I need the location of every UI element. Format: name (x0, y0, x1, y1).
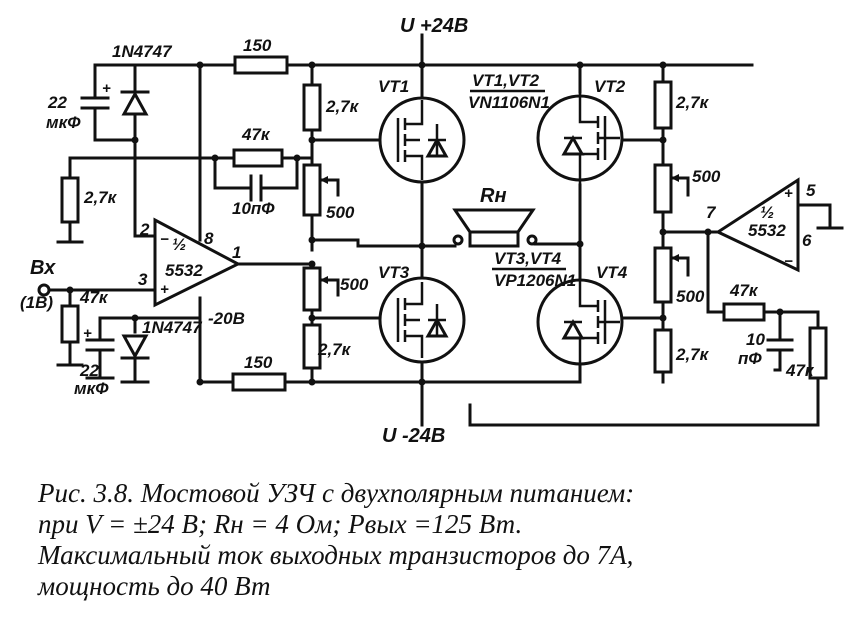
c-bot-value: 22 (79, 361, 99, 380)
opamp1-pin2: 2 (139, 220, 150, 239)
mosfet-vt4-icon (536, 278, 624, 366)
r-right-bot-27k: 2,7к (675, 345, 710, 364)
r-fb2-47k-label: 47к (729, 281, 759, 300)
capacitor-10pf-feedback (249, 174, 263, 202)
c-top-value: 22 (47, 93, 67, 112)
opamp1-pin3: 3 (138, 270, 148, 289)
opamp2-pin7: 7 (706, 203, 717, 222)
caption-line-2: при V = ±24 В; Rн = 4 Ом; Рвых =125 Вт. (38, 509, 523, 539)
resistor-47k-feedback-2 (722, 302, 766, 322)
c-fb2-unit: пФ (738, 349, 762, 368)
potentiometer-500-left-bottom (302, 266, 322, 312)
opamp1-pin1: 1 (232, 243, 241, 262)
mosfet-vt2-icon (536, 92, 624, 185)
opamp2-pin5: 5 (806, 181, 816, 200)
svg-text:+: + (784, 185, 793, 202)
opamp2-pin6: 6 (802, 231, 812, 250)
resistor-47k-feedback (232, 148, 284, 168)
amplifier-schematic: + 22 мкФ 1N4747 150 2,7к 47к 10пФ − + ½ … (20, 15, 844, 447)
caption-line-1: Рис. 3.8. Мостовой УЗЧ с двухполярным пи… (38, 478, 635, 508)
potentiometer-500-right-bottom (653, 246, 673, 304)
svg-text:−: − (784, 253, 793, 270)
opamp1-m20: -20В (208, 309, 245, 328)
r-gate-bot-27k: 2,7к (317, 340, 352, 359)
c-bot-unit: мкФ (74, 379, 109, 398)
resistor-2k7-left (60, 176, 80, 224)
resistor-2k7-right-bottom (653, 328, 673, 374)
pot-right-top: 500 (692, 167, 721, 186)
opamp2-part: 5532 (748, 221, 786, 240)
resistor-150-top (233, 55, 289, 75)
pot-wiper-icon (671, 254, 679, 262)
r-right-top-27k: 2,7к (675, 93, 710, 112)
zener-top-label: 1N4747 (112, 42, 173, 61)
input-1v: (1В) (20, 293, 53, 312)
speaker-load-icon (452, 208, 538, 248)
pot-wiper-icon (671, 174, 679, 182)
opamp-1: − + (153, 217, 242, 308)
c-fb-10p-label: 10пФ (232, 199, 275, 218)
r-fb2b-47k-label: 47к (785, 361, 815, 380)
zener-diode-top-icon (120, 90, 150, 116)
r-gate-top-27k: 2,7к (325, 97, 360, 116)
opamp1-half: ½ (172, 235, 186, 254)
figure-caption: Рис. 3.8. Мостовой УЗЧ с двухполярным пи… (38, 478, 838, 602)
resistor-2k7-right-top (653, 80, 673, 130)
resistor-150-bottom (231, 372, 287, 392)
resistor-2k7-gate-top (302, 83, 322, 132)
svg-text:+: + (102, 80, 111, 97)
capacitor-22uf-top: + (80, 80, 111, 110)
vt12-part: VN1106N1 (468, 93, 550, 112)
input-terminal-icon (37, 283, 51, 297)
capacitor-22uf-bottom: + (83, 325, 115, 352)
vt3-label: VT3 (378, 263, 410, 282)
caption-line-3: Максимальный ток выходных транзисторов д… (38, 540, 634, 570)
input-bx: Вх (30, 257, 56, 279)
junction-dots (66, 61, 784, 386)
resistor-47k-right (808, 326, 828, 380)
vplus-label: U +24В (400, 15, 468, 37)
mosfet-vt3-icon (378, 276, 466, 364)
vt4-label: VT4 (596, 263, 628, 282)
pot-right-bot: 500 (676, 287, 705, 306)
c-fb2-value: 10 (746, 330, 765, 349)
r-top-150-label: 150 (243, 36, 272, 55)
caption-line-4: мощность до 40 Вт (38, 571, 271, 601)
svg-text:−: − (160, 231, 169, 248)
c-top-unit: мкФ (46, 113, 81, 132)
zener-diode-bottom-icon (120, 334, 150, 360)
pot-left-top: 500 (326, 203, 355, 222)
potentiometer-500-right-top (653, 163, 673, 214)
vminus-label: U -24В (382, 425, 445, 447)
vt34-pair: VT3,VT4 (494, 249, 562, 268)
opamp1-part: 5532 (165, 261, 203, 280)
capacitor-10pf-feedback-2 (766, 338, 794, 352)
r-fb-47k-label: 47к (241, 125, 271, 144)
svg-text:+: + (83, 325, 92, 342)
vt1-label: VT1 (378, 77, 409, 96)
opamp-2: + − (714, 177, 800, 273)
resistor-2k7-gate-bottom (302, 323, 322, 370)
pot-wiper-icon (320, 176, 328, 184)
vt34-part: VP1206N1 (494, 271, 576, 290)
opamp2-half: ½ (760, 203, 774, 222)
mosfet-vt1-icon (378, 96, 466, 184)
r-in-47k-label: 47к (79, 288, 109, 307)
rload-label: Rн (480, 185, 507, 207)
svg-text:+: + (160, 281, 169, 298)
vt12-pair: VT1,VT2 (472, 71, 540, 90)
pot-wiper-icon (320, 276, 328, 284)
resistor-47k-input (60, 304, 80, 344)
pot-left-bot: 500 (340, 275, 369, 294)
vt2-label: VT2 (594, 77, 626, 96)
r-bot-150-label: 150 (244, 353, 273, 372)
zener-bot-label: 1N4747 (142, 318, 203, 337)
r-left-27k-label: 2,7к (83, 188, 118, 207)
potentiometer-500-left-top (302, 163, 322, 217)
opamp1-pin8: 8 (204, 229, 214, 248)
